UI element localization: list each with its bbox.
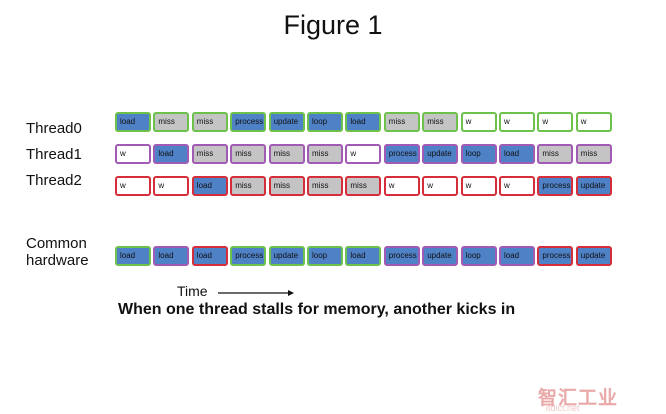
thread0-label: Thread0 bbox=[26, 120, 82, 137]
timeline-cell-miss: miss bbox=[268, 176, 305, 196]
timeline-cell-load: process bbox=[383, 246, 420, 266]
timeline-cell-miss: miss bbox=[307, 176, 343, 196]
timeline-cell-load: update bbox=[575, 246, 612, 266]
common-hardware-label-line2: hardware bbox=[26, 252, 89, 269]
timeline-cell-load: update bbox=[575, 176, 612, 196]
timeline-cell-load: update bbox=[268, 246, 305, 266]
timeline-cell-miss: miss bbox=[345, 176, 382, 196]
watermark-logo: 智汇工业 bbox=[538, 388, 619, 409]
figure-caption: When one thread stalls for memory, anoth… bbox=[118, 301, 516, 318]
thread1-label: Thread1 bbox=[26, 146, 82, 163]
timeline-cell-miss: miss bbox=[268, 144, 305, 164]
thread2-label: Thread2 bbox=[26, 172, 82, 189]
timeline-cell-miss: miss bbox=[230, 144, 267, 164]
timeline-cell-load: loop bbox=[307, 246, 343, 266]
timeline-cell-load: process bbox=[537, 246, 574, 266]
timeline-cell-wait: w bbox=[422, 176, 459, 196]
timeline-cell-miss: miss bbox=[191, 144, 228, 164]
timeline-cell-load: update bbox=[422, 246, 459, 266]
timeline-cell-wait: w bbox=[115, 144, 151, 164]
timeline-cell-miss: miss bbox=[537, 144, 574, 164]
timeline-cell-load: load bbox=[115, 112, 151, 132]
timeline-cell-load: load bbox=[191, 176, 228, 196]
timeline-cell-load: update bbox=[268, 112, 305, 132]
watermark-url: itdict.net bbox=[546, 403, 580, 413]
timeline-cell-load: update bbox=[422, 144, 459, 164]
timeline-cell-load: load bbox=[153, 246, 190, 266]
timeline-cell-miss: miss bbox=[422, 112, 459, 132]
timeline-cell-miss: miss bbox=[575, 144, 612, 164]
timeline-cell-wait: w bbox=[575, 112, 612, 132]
timeline-cell-wait: w bbox=[345, 144, 382, 164]
figure-title: Figure 1 bbox=[283, 10, 383, 40]
timeline-cell-wait: w bbox=[499, 176, 535, 196]
timeline-cell-load: process bbox=[230, 246, 267, 266]
timeline-cell-miss: miss bbox=[153, 112, 190, 132]
timeline-cell-load: loop bbox=[460, 144, 497, 164]
timeline-cell-load: load bbox=[499, 144, 535, 164]
timeline-cell-load: load bbox=[115, 246, 151, 266]
timeline-cell-miss: miss bbox=[383, 112, 420, 132]
timeline-cell-wait: w bbox=[537, 112, 574, 132]
timeline-cell-load: load bbox=[345, 246, 382, 266]
timeline-cell-load: loop bbox=[460, 246, 497, 266]
timeline-cell-load: process bbox=[383, 144, 420, 164]
timeline-cell-miss: miss bbox=[307, 144, 343, 164]
timeline-cell-load: loop bbox=[307, 112, 343, 132]
timeline-cell-load: process bbox=[537, 176, 574, 196]
timeline-cell-wait: w bbox=[383, 176, 420, 196]
timeline-cell-miss: miss bbox=[191, 112, 228, 132]
timeline-cell-miss: miss bbox=[230, 176, 267, 196]
timeline-cell-load: load bbox=[345, 112, 382, 132]
timeline-cell-wait: w bbox=[460, 176, 497, 196]
time-arrow-icon bbox=[218, 290, 294, 296]
time-label: Time bbox=[177, 283, 208, 299]
timeline-cell-wait: w bbox=[115, 176, 151, 196]
common-hardware-label-line1: Common bbox=[26, 235, 87, 252]
timeline-cell-wait: w bbox=[499, 112, 535, 132]
timeline-cell-wait: w bbox=[153, 176, 190, 196]
timeline-cell-load: load bbox=[499, 246, 535, 266]
timeline-cell-load: load bbox=[153, 144, 190, 164]
timeline-cell-wait: w bbox=[460, 112, 497, 132]
timeline-cell-load: load bbox=[191, 246, 228, 266]
timeline-cell-load: process bbox=[230, 112, 267, 132]
